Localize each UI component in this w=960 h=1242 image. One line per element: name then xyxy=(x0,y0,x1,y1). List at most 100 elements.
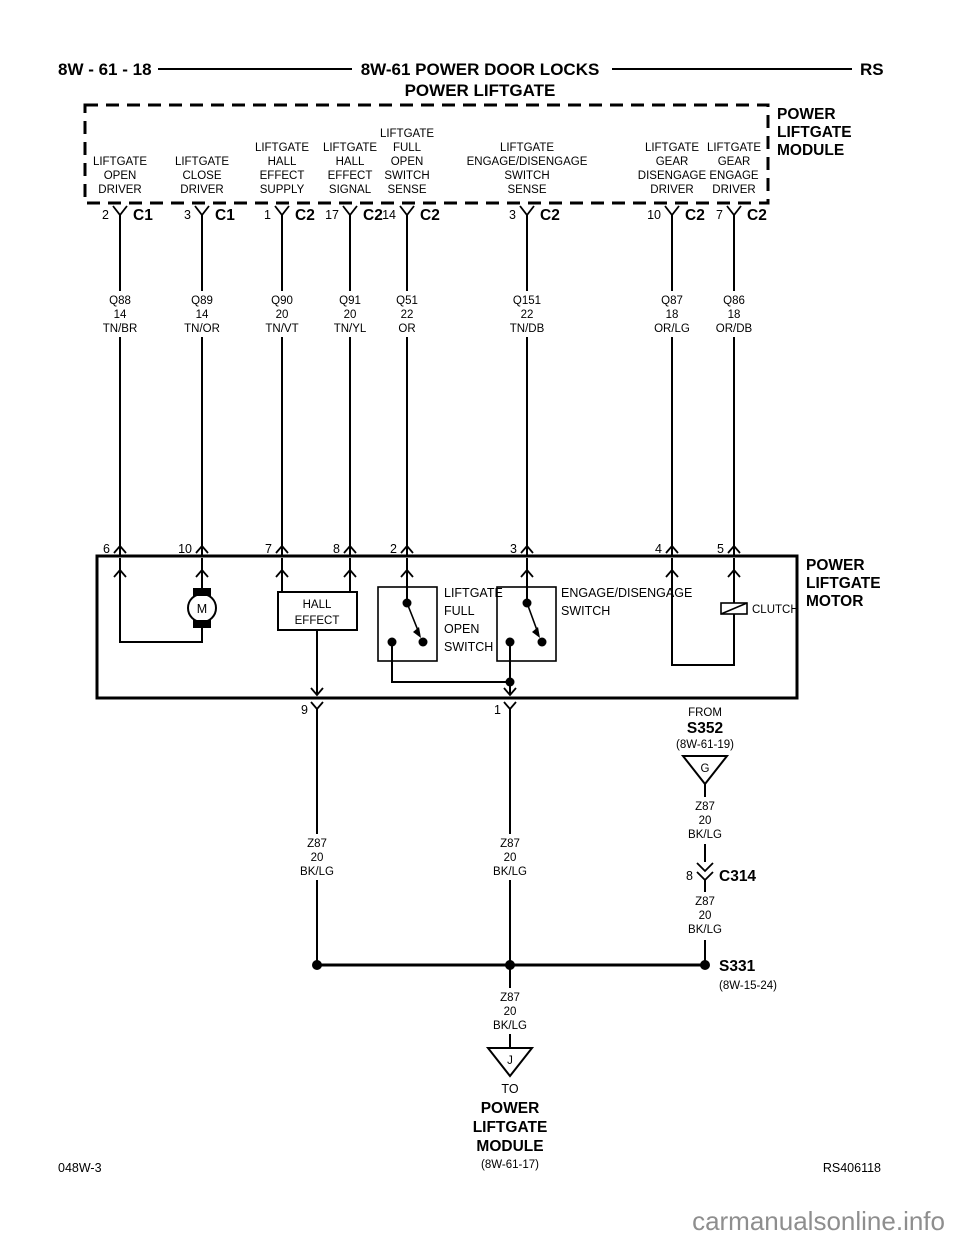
wire-gauge: 20 xyxy=(276,309,289,321)
pin-number: 8 xyxy=(686,869,693,883)
label-mask xyxy=(290,834,344,880)
splice-s331-ref: (8W-15-24) xyxy=(719,980,777,992)
destination-line: MODULE xyxy=(476,1138,543,1155)
pin-arrow-icon xyxy=(665,544,679,554)
connector-name: C2 xyxy=(420,207,440,224)
wire-gauge: 14 xyxy=(114,309,127,321)
wire-color: BK/LG xyxy=(688,924,722,936)
connector-icon xyxy=(696,871,714,882)
circuit-code: Z87 xyxy=(695,801,715,813)
connector-name: C1 xyxy=(215,207,235,224)
label-mask xyxy=(707,291,761,337)
motor-pin-number: 3 xyxy=(510,542,517,556)
page-subtitle: POWER LIFTGATE xyxy=(405,81,556,100)
module-pin-function-labels: LIFTGATE OPEN DRIVER LIFTGATE CLOSE DRIV… xyxy=(93,128,761,196)
switch-blade xyxy=(526,602,539,634)
connector-icon xyxy=(664,205,680,217)
circuit-q88: 2 C1 Q88 14 TN/BR 6 xyxy=(93,205,153,578)
connector-icon xyxy=(503,701,517,711)
wire-color: BK/LG xyxy=(688,829,722,841)
label-mask xyxy=(380,291,434,337)
motor-brush xyxy=(193,620,211,628)
page-header: 8W - 61 - 18 8W-61 POWER DOOR LOCKS RS P… xyxy=(58,60,884,100)
contact-dot xyxy=(537,637,547,647)
motor-output-pins: 9 1 xyxy=(301,701,517,717)
switch-outline xyxy=(377,586,438,662)
label-liftgate-close-driver: LIFTGATE CLOSE DRIVER xyxy=(175,156,229,196)
circuit-code: Q151 xyxy=(513,295,541,307)
label-line: DRIVER xyxy=(180,184,223,196)
s352-branch: FROM S352 (8W-61-19) G Z87 20 BK/LG 8 C3… xyxy=(676,707,756,961)
connector-name: C2 xyxy=(363,207,383,224)
connector-name: C2 xyxy=(747,207,767,224)
arrow-down-icon xyxy=(310,687,324,697)
label-line: OPEN xyxy=(104,170,137,182)
pin-arrow-icon xyxy=(520,544,534,554)
motor-name-line: LIFTGATE xyxy=(806,575,881,592)
motor-box-outline xyxy=(95,554,799,700)
power-liftgate-module: POWER LIFTGATE MODULE LIFTGATE OPEN DRIV… xyxy=(83,103,852,205)
wire-color: BK/LG xyxy=(493,866,527,878)
wire-color: BK/LG xyxy=(300,866,334,878)
wire-color: TN/VT xyxy=(265,323,298,335)
motor-pin-number: 5 xyxy=(717,542,724,556)
connector-icon xyxy=(399,205,415,217)
wire-gauge: 20 xyxy=(504,852,517,864)
splice-dot xyxy=(700,960,710,970)
motor-brush xyxy=(193,588,211,596)
switch-label-line: FULL xyxy=(444,604,475,618)
ground-wire-pin1: Z87 20 BK/LG xyxy=(483,709,537,965)
wire xyxy=(119,558,203,643)
ground-triangle-icon xyxy=(680,755,730,786)
label-line: CLOSE xyxy=(183,170,222,182)
wire-color: TN/OR xyxy=(184,323,220,335)
label-mask xyxy=(93,291,147,337)
motor-circle xyxy=(187,593,217,623)
circuit-code: Q89 xyxy=(191,295,213,307)
wire-gauge: 22 xyxy=(521,309,534,321)
page-ref: 8W - 61 - 18 xyxy=(58,60,152,79)
triangle-code: J xyxy=(507,1055,513,1067)
motor-pin-number: 7 xyxy=(265,542,272,556)
clutch-outline xyxy=(720,602,748,615)
connector-name: C2 xyxy=(295,207,315,224)
label-line: EFFECT xyxy=(328,170,373,182)
circuit-code: Q91 xyxy=(339,295,361,307)
pin-number: 17 xyxy=(325,208,339,222)
pin-number: 3 xyxy=(184,208,191,222)
ground-triangle-icon xyxy=(485,1047,535,1078)
connector-name: C314 xyxy=(719,868,756,885)
triangle-code: G xyxy=(701,763,710,775)
ground-wire-pin9: Z87 20 BK/LG xyxy=(290,709,344,965)
label-mask xyxy=(483,834,537,880)
wire-color: BK/LG xyxy=(493,1020,527,1032)
connector-icon xyxy=(519,205,535,217)
label-mask xyxy=(175,291,229,337)
label-line: LIFTGATE xyxy=(707,142,761,154)
circuit-q51: 14 C2 Q51 22 OR 2 xyxy=(380,205,440,578)
connector-icon xyxy=(112,205,128,217)
wire-color: OR/LG xyxy=(654,323,690,335)
switch-label-line: OPEN xyxy=(444,622,479,636)
motor-pin-number: 10 xyxy=(178,542,192,556)
circuit-q87: 10 C2 Q87 18 OR/LG 4 xyxy=(645,205,705,578)
label-line: LIFTGATE xyxy=(323,142,377,154)
circuit-code: Z87 xyxy=(500,992,520,1004)
engage-disengage-switch: ENGAGE/DISENGAGE SWITCH xyxy=(496,558,692,697)
label-mask xyxy=(645,291,699,337)
motor-name-line: POWER xyxy=(806,557,865,574)
circuit-code: Q88 xyxy=(109,295,131,307)
module-dashed-outline xyxy=(83,103,770,205)
wire-color: OR xyxy=(398,323,415,335)
pin-number: 7 xyxy=(716,208,723,222)
label-line: SENSE xyxy=(508,184,547,196)
module-name-line: POWER xyxy=(777,106,836,123)
splice-s352: S352 xyxy=(687,720,723,737)
full-open-switch: LIFTGATE FULL OPEN SWITCH xyxy=(377,558,510,683)
label-mask xyxy=(483,988,537,1034)
wire-gauge: 14 xyxy=(196,309,209,321)
switch-blade xyxy=(406,602,420,634)
connector-icon xyxy=(194,205,210,217)
splice-s331: S331 xyxy=(719,958,756,975)
motor-pin-number: 2 xyxy=(390,542,397,556)
